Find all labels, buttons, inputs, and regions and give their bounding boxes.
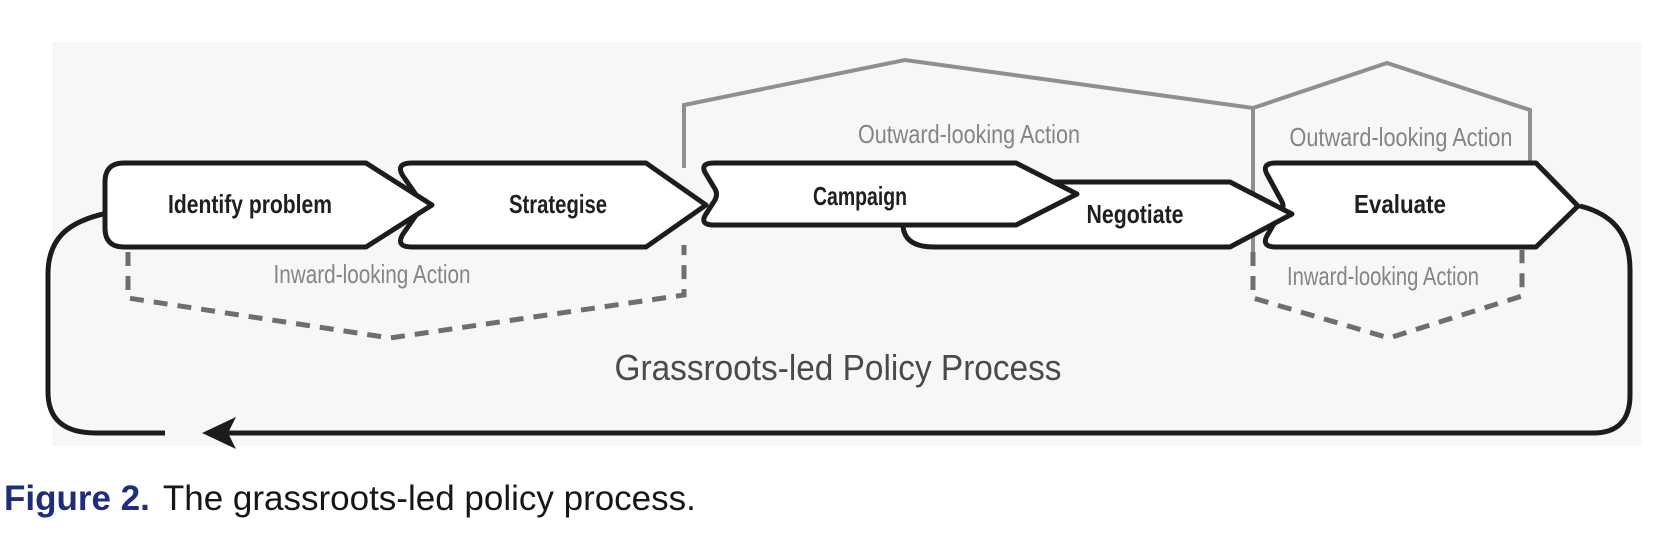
outward-bracket-evaluate: [1252, 60, 1532, 170]
inward-bracket-left: [125, 245, 687, 341]
figure-caption-label: Figure 2.: [4, 479, 150, 518]
stage-label-strategise: Strategise: [509, 189, 607, 219]
inward-label-right: Inward-looking Action: [1287, 261, 1479, 291]
feedback-loop-left: [45, 209, 165, 436]
stage-shape-campaign: [701, 160, 1080, 228]
process-title: Grassroots-led Policy Process: [615, 347, 1062, 388]
stage-shape-identify-problem: [102, 160, 435, 250]
outward-label-evaluate: Outward-looking Action: [1290, 122, 1513, 152]
stage-label-campaign: Campaign: [813, 181, 907, 211]
feedback-loop-right: [228, 203, 1633, 436]
inward-label-left: Inward-looking Action: [274, 259, 471, 289]
stage-label-evaluate: Evaluate: [1354, 189, 1446, 219]
figure-caption-text: The grassroots-led policy process.: [162, 479, 696, 518]
loop-arrowhead-icon: [202, 417, 236, 449]
inward-bracket-right: [1250, 250, 1525, 341]
outward-label-campaign: Outward-looking Action: [858, 119, 1080, 149]
stage-label-identify-problem: Identify problem: [168, 189, 332, 219]
outward-bracket-campaign: [682, 57, 1255, 252]
figure-caption: Figure 2. The grassroots-led policy proce…: [4, 479, 696, 518]
stage-label-negotiate: Negotiate: [1087, 199, 1184, 229]
